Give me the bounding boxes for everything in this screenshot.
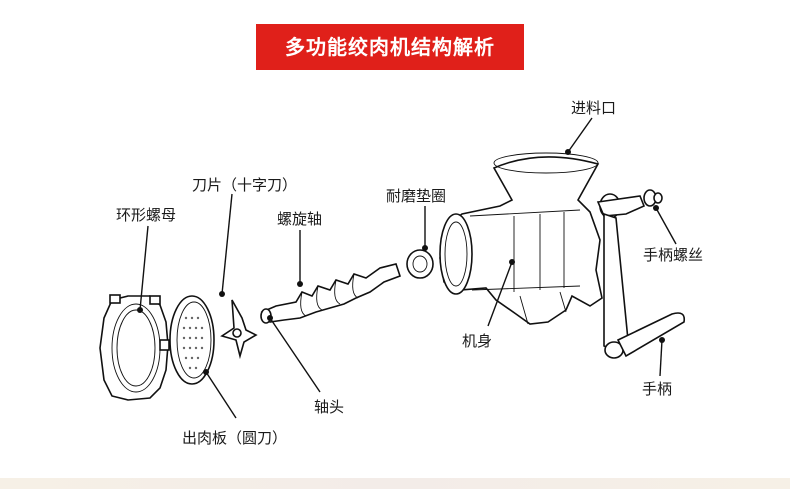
ring-nut-part — [99, 294, 170, 401]
label-handle-screw: 手柄螺丝 — [643, 246, 704, 264]
plate-part — [169, 295, 215, 385]
grinder-body-part — [439, 152, 603, 325]
screw-shaft-part — [260, 263, 402, 324]
label-gasket: 耐磨垫圈 — [386, 187, 447, 205]
label-plate: 出肉板（圆刀） — [182, 429, 288, 447]
label-body: 机身 — [462, 332, 493, 350]
label-screw-shaft: 螺旋轴 — [277, 210, 323, 228]
label-ring-nut: 环形螺母 — [116, 206, 177, 224]
diagram-title: 多功能绞肉机结构解析 — [256, 24, 524, 70]
gasket-part — [406, 249, 434, 279]
label-shaft-head: 轴头 — [314, 398, 345, 416]
label-blade: 刀片（十字刀） — [192, 176, 298, 194]
leader-lines — [137, 117, 677, 419]
bottom-strip — [0, 478, 790, 489]
label-feed-inlet: 进料口 — [571, 99, 617, 117]
crank-handle-part — [596, 189, 686, 359]
cross-blade-part — [220, 299, 258, 360]
label-handle: 手柄 — [642, 380, 673, 398]
